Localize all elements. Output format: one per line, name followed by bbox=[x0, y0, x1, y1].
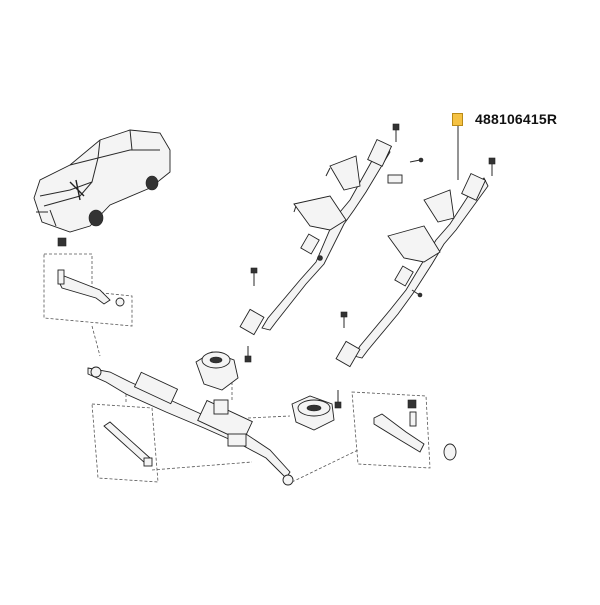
tie-rod-end-right-group bbox=[291, 391, 457, 483]
inner-tie-rod-group bbox=[91, 384, 253, 483]
part-number-callout: 488106415R bbox=[452, 111, 557, 127]
tie-rod-end-left-group bbox=[43, 237, 133, 357]
steering-column-right bbox=[334, 124, 496, 409]
steering-rack bbox=[87, 366, 294, 486]
car-illustration bbox=[33, 129, 171, 233]
steering-column-left bbox=[239, 123, 424, 363]
rack-mount-bushing-right bbox=[291, 395, 335, 431]
part-number-label: 488106415R bbox=[475, 111, 558, 127]
callout-marker bbox=[452, 112, 463, 126]
rack-mount-bushing-left bbox=[195, 351, 239, 391]
